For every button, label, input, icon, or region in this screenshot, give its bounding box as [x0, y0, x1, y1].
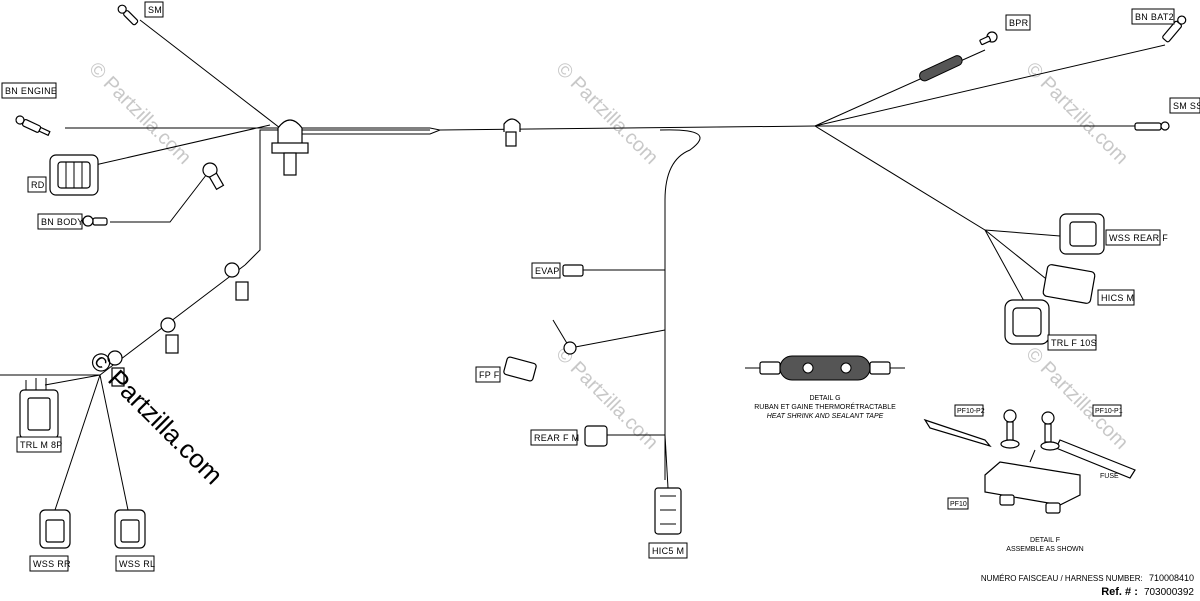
branch-clip: [107, 262, 249, 387]
label-fp-f: FP F: [475, 366, 501, 383]
label-trl-f-10s: TRL F 10S: [1047, 334, 1097, 351]
center-ground-stud: [503, 118, 521, 147]
trl-f-10s-connector: [1004, 299, 1050, 345]
detail-f-caption: PF10-P2 PF10-P1 FUSE PF10 DETAIL F ASSEM…: [947, 404, 1123, 553]
watermark-layer: © Partzilla.com © Partzilla.com © Partzi…: [84, 58, 1132, 454]
harness-number-label: NUMÉRO FAISCEAU / HARNESS NUMBER:: [980, 574, 1143, 583]
label-sm-text: SM: [148, 5, 162, 15]
components: [15, 4, 1187, 549]
detail-f-subtitle: ASSEMBLE AS SHOWN: [1006, 546, 1083, 553]
rd-connector: [49, 154, 99, 196]
label-rd-text: RD: [31, 180, 45, 190]
detail-f-title: DETAIL F: [1030, 537, 1060, 544]
watermark: © Partzilla.com: [1021, 343, 1132, 454]
evap-connector: [562, 264, 584, 277]
label-wss-rl: WSS RL: [115, 555, 155, 572]
hic5-m-connector: [654, 487, 682, 535]
bpr-fuse-holder: [919, 55, 963, 82]
label-bn-body-text: BN BODY: [41, 217, 84, 227]
label-bn-bat2: BN BAT2: [1131, 8, 1175, 25]
label-hic5-m-text: HIC5 M: [652, 546, 684, 556]
sm-ring-terminal: [117, 4, 139, 26]
label-hics-m-text: HICS M: [1101, 293, 1134, 303]
watermark: © Partzilla.com: [84, 58, 195, 169]
watermark: © Partzilla.com: [551, 58, 662, 169]
detail-g-line-en: HEAT SHRINK AND SEALANT TAPE: [767, 413, 884, 420]
detail-f-drawing: [923, 409, 1136, 514]
harness-number-value: 710008410: [1148, 573, 1194, 583]
ground-stud: [202, 162, 225, 191]
harness-clip: [271, 119, 309, 176]
label-wss-rr-text: WSS RR: [33, 559, 71, 569]
label-bpr-text: BPR: [1009, 18, 1029, 28]
label-fp-f-text: FP F: [479, 370, 500, 380]
label-sm: SM: [144, 1, 164, 18]
wss-rr-connector: [39, 509, 71, 549]
fp-f-connector: [503, 319, 577, 382]
label-bn-engine-text: BN ENGINE: [5, 86, 57, 96]
detail-f-pf10: PF10: [950, 501, 967, 508]
label-bn-bat2-text: BN BAT2: [1135, 12, 1174, 22]
bpr-ring-terminal: [979, 31, 998, 46]
label-evap-text: EVAP: [535, 266, 560, 276]
label-hic5-m: HIC5 M: [648, 542, 688, 559]
ref-number-value: 703000392: [1143, 587, 1194, 598]
label-bn-body: BN BODY: [37, 213, 84, 230]
label-sm-ss-text: SM SS: [1173, 101, 1200, 111]
label-wss-rear-f: WSS REAR F: [1105, 229, 1168, 246]
watermark-big: © Partzilla.com: [84, 345, 229, 490]
label-bn-engine: BN ENGINE: [1, 82, 57, 99]
hics-m-connector: [1042, 264, 1096, 304]
label-wss-rl-text: WSS RL: [119, 559, 155, 569]
label-wss-rear-f-text: WSS REAR F: [1109, 233, 1168, 243]
label-wss-rr: WSS RR: [29, 555, 71, 572]
bn-engine-terminal: [15, 115, 51, 137]
label-rear-f-m: REAR F M: [530, 429, 579, 446]
ref-number-label: Ref. # :: [1101, 586, 1138, 598]
detail-f-pf10-p1: PF10-P1: [1095, 408, 1123, 415]
label-bpr: BPR: [1005, 14, 1031, 31]
wss-rl-connector: [114, 509, 146, 549]
label-hics-m: HICS M: [1097, 289, 1135, 306]
trl-m-8p-connector: [19, 378, 59, 439]
rear-f-m-connector: [584, 425, 608, 447]
sm-ss-terminal: [1134, 121, 1170, 131]
detail-g-drawing: [745, 355, 905, 381]
label-rear-f-m-text: REAR F M: [534, 433, 579, 443]
ref-number-line: Ref. # : 703000392: [1101, 586, 1194, 598]
harness-number-line: NUMÉRO FAISCEAU / HARNESS NUMBER: 710008…: [981, 573, 1194, 583]
label-rd: RD: [27, 176, 47, 193]
label-trl-f-10s-text: TRL F 10S: [1051, 338, 1097, 348]
label-trl-m-8p: TRL M 8P: [16, 436, 63, 453]
detail-g-line-fr: RUBAN ET GAINE THERMORÉTRACTABLE: [754, 402, 896, 411]
labels: SM BN ENGINE RD BN BODY TRL M 8P WSS RR …: [1, 1, 1200, 572]
detail-f-pf10-p2: PF10-P2: [957, 408, 985, 415]
bn-bat2-terminal: [1162, 15, 1187, 43]
label-sm-ss: SM SS: [1169, 97, 1200, 114]
detail-f-fuse: FUSE: [1100, 473, 1119, 480]
detail-g-title: DETAIL G: [809, 395, 840, 402]
label-evap: EVAP: [531, 262, 561, 279]
bn-body-terminal: [82, 215, 108, 227]
wss-rear-f-connector: [1059, 213, 1105, 255]
detail-g-caption: DETAIL G RUBAN ET GAINE THERMORÉTRACTABL…: [754, 395, 896, 420]
label-trl-m-8p-text: TRL M 8P: [20, 440, 63, 450]
